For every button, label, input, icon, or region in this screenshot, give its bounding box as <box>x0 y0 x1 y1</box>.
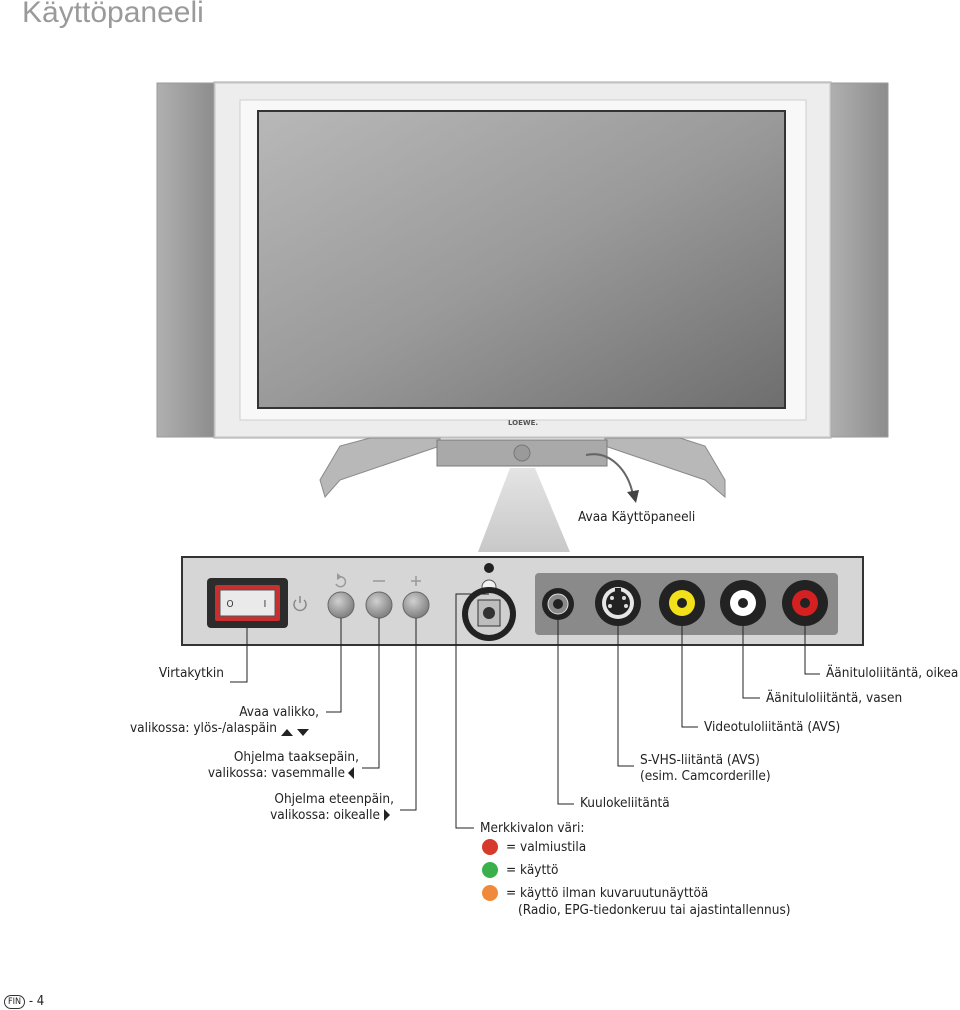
plus-icon <box>411 576 421 586</box>
label-video-in: Videotuloliitäntä (AVS) <box>704 719 841 735</box>
leader-svhs <box>617 626 634 767</box>
reload-icon <box>335 573 347 588</box>
arrow-left-icon <box>348 767 354 779</box>
stand-knob <box>513 444 531 462</box>
right-speaker <box>829 82 889 438</box>
label-prev-line2: valikossa: vasemmalle <box>207 765 345 781</box>
arrow-right-icon <box>384 809 390 821</box>
open-panel-arrow <box>585 453 634 496</box>
label-power-switch: Virtakytkin <box>158 665 224 681</box>
indicator-text-on: = käyttö <box>506 862 559 878</box>
arrow-up-icon <box>281 729 293 736</box>
label-audio-right: Äänituloliitäntä, oikea <box>826 665 959 681</box>
leader-menu <box>326 618 342 713</box>
indicator-text-standby: = valmiustila <box>506 839 587 855</box>
open-panel-label: Avaa Käyttöpaneeli <box>578 509 696 525</box>
stand-left <box>319 437 441 499</box>
label-indicator-note: (Radio, EPG-tiedonkeruu tai ajastintalle… <box>518 902 791 918</box>
prev-button <box>365 591 393 619</box>
label-svhs-line1: S-VHS-liitäntä (AVS) <box>640 752 760 768</box>
red-dot <box>482 839 498 855</box>
label-menu-line2: valikossa: ylös-/alaspäin <box>129 720 277 736</box>
indicator-item-orange: = käyttö ilman kuvaruutunäyttöä <box>482 885 708 902</box>
label-menu-line1: Avaa valikko, <box>239 704 319 720</box>
stand-right <box>604 437 726 499</box>
orange-dot <box>482 885 498 901</box>
leader-headphone <box>557 620 574 805</box>
indicator-item-green: = käyttö <box>482 862 558 879</box>
arrow-down-icon <box>297 729 309 736</box>
language-badge: FIN <box>4 994 26 1009</box>
label-audio-left: Äänituloliitäntä, vasen <box>766 690 903 706</box>
page-number: - 4 <box>28 994 45 1009</box>
indicator-item-red: = valmiustila <box>482 839 586 856</box>
indicator-led <box>484 563 494 573</box>
menu-button <box>327 591 355 619</box>
leader-audio-left <box>742 626 760 699</box>
label-indicator-title: Merkkivalon väri: <box>480 820 585 836</box>
green-dot <box>482 862 498 878</box>
leader-led <box>455 593 489 829</box>
power-switch-on: I <box>264 599 267 610</box>
power-icon <box>293 596 307 612</box>
label-next-line1: Ohjelma eteenpäin, <box>274 791 394 807</box>
label-prev-line1: Ohjelma taaksepäin, <box>233 749 359 765</box>
page-title: Käyttöpaneeli <box>22 0 204 29</box>
label-svhs-line2: (esim. Camcorderille) <box>640 768 771 784</box>
label-headphone: Kuulokeliitäntä <box>580 795 670 811</box>
page-footer: FIN - 4 <box>4 994 44 1009</box>
leader-video <box>681 626 698 728</box>
zoom-beam <box>478 468 570 552</box>
left-speaker <box>156 82 216 438</box>
leader-next <box>400 618 417 811</box>
leader-prev <box>362 618 380 769</box>
label-next-line2: valikossa: oikealle <box>270 807 380 823</box>
next-button <box>402 591 430 619</box>
brand-logo: LOEWE. <box>508 419 538 427</box>
leader-audio-right <box>804 626 820 675</box>
leader-power <box>230 628 248 683</box>
indicator-text-no-screen: = käyttö ilman kuvaruutunäyttöä <box>506 885 709 901</box>
tv-screen <box>257 110 786 409</box>
power-switch-off: O <box>226 599 233 610</box>
